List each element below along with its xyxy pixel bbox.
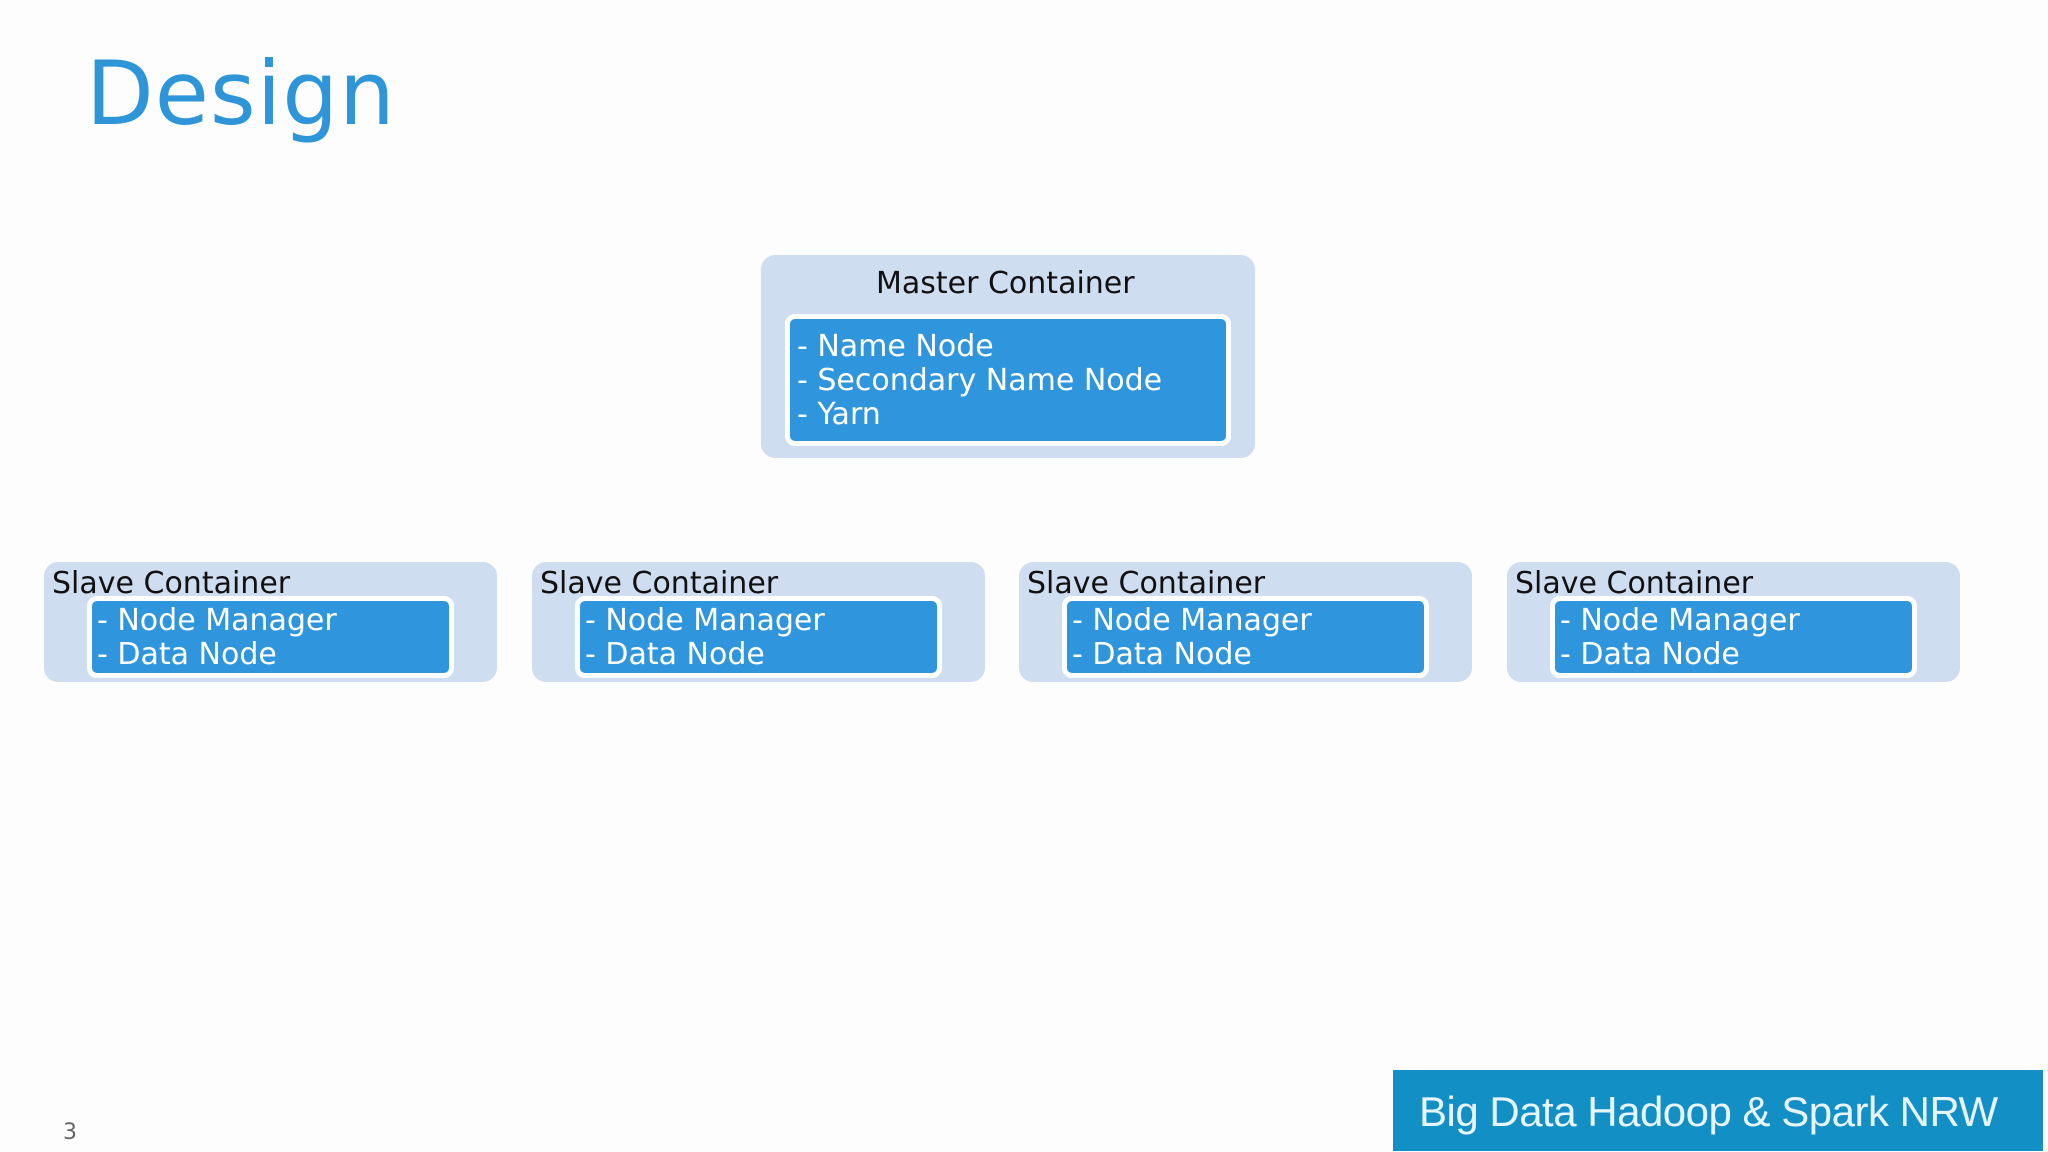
slave-container-label: Slave Container (1027, 566, 1266, 601)
slave-node-list: - Node Manager - Data Node (97, 604, 337, 672)
slave-node-list-box: - Node Manager - Data Node (87, 596, 454, 678)
master-container-label: Master Container (876, 266, 1135, 301)
slave-node-item: - Data Node (97, 637, 277, 672)
slide-title: Design (86, 42, 396, 145)
slave-container-label: Slave Container (52, 566, 291, 601)
page-number: 3 (63, 1120, 77, 1145)
master-node-item: - Name Node (797, 329, 994, 364)
slave-container-label: Slave Container (540, 566, 779, 601)
slave-node-list: - Node Manager - Data Node (1560, 604, 1800, 672)
slave-container: Slave Container - Node Manager - Data No… (532, 562, 985, 682)
slave-node-item: - Data Node (1560, 637, 1740, 672)
slave-container-label: Slave Container (1515, 566, 1754, 601)
slave-node-list: - Node Manager - Data Node (1072, 604, 1312, 672)
slave-node-item: - Node Manager (1560, 603, 1800, 638)
master-node-list: - Name Node - Secondary Name Node - Yarn (797, 330, 1162, 432)
master-container: Master Container - Name Node - Secondary… (761, 255, 1255, 458)
slave-node-list-box: - Node Manager - Data Node (1550, 596, 1917, 678)
brand-logo-text: Big Data Hadoop & Spark NRW (1419, 1088, 1998, 1135)
brand-logo-banner: Big Data Hadoop & Spark NRW (1393, 1070, 2043, 1151)
slave-node-item: - Data Node (1072, 637, 1252, 672)
slave-node-list-box: - Node Manager - Data Node (1062, 596, 1429, 678)
slave-node-list: - Node Manager - Data Node (585, 604, 825, 672)
slave-container: Slave Container - Node Manager - Data No… (1507, 562, 1960, 682)
master-node-item: - Yarn (797, 397, 881, 432)
slave-node-item: - Node Manager (97, 603, 337, 638)
master-node-item: - Secondary Name Node (797, 363, 1163, 398)
master-node-list-box: - Name Node - Secondary Name Node - Yarn (785, 314, 1231, 446)
slave-node-item: - Data Node (585, 637, 765, 672)
slave-container: Slave Container - Node Manager - Data No… (1019, 562, 1472, 682)
slave-container: Slave Container - Node Manager - Data No… (44, 562, 497, 682)
slave-node-item: - Node Manager (1072, 603, 1312, 638)
slave-node-list-box: - Node Manager - Data Node (575, 596, 942, 678)
slave-node-item: - Node Manager (585, 603, 825, 638)
